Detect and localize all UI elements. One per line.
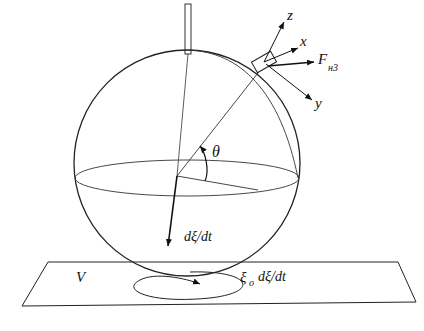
axis-label: θ bbox=[212, 144, 220, 160]
axis-label: dξ/dt bbox=[258, 270, 286, 284]
axis-label: x bbox=[300, 34, 307, 49]
axis-label: y bbox=[315, 96, 322, 111]
axis-label: F bbox=[318, 52, 327, 67]
axis-label: z bbox=[287, 8, 293, 23]
axis-label: o bbox=[249, 278, 254, 288]
axis-label: н3 bbox=[328, 63, 338, 73]
axis-label: dξ/dt bbox=[184, 230, 212, 244]
axis-label: V bbox=[76, 270, 85, 285]
axis-label: ξ bbox=[240, 270, 246, 285]
